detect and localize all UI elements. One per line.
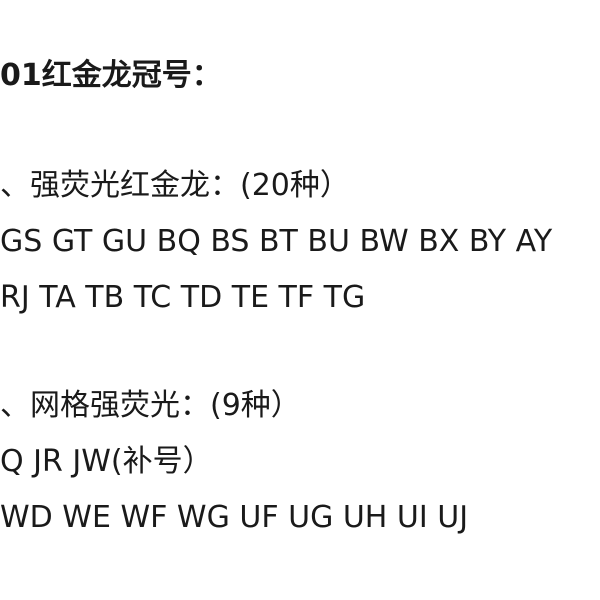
serial-code-list-line: Q JR JW(补号） [0, 444, 213, 479]
serial-code-list-line: GS GT GU BQ BS BT BU BW BX BY AY [0, 224, 553, 259]
serial-code-list-line: WD WE WF WG UF UG UH UI UJ [0, 500, 469, 535]
section-heading-grid-fluorescent: 、网格强荧光：(9种） [0, 388, 301, 423]
section-heading-fluorescent-red-gold-dragon: 、强荧光红金龙：(20种） [0, 168, 350, 203]
serial-code-list-line: RJ TA TB TC TD TE TF TG [0, 280, 366, 315]
document-title: 01红金龙冠号： [0, 58, 222, 93]
